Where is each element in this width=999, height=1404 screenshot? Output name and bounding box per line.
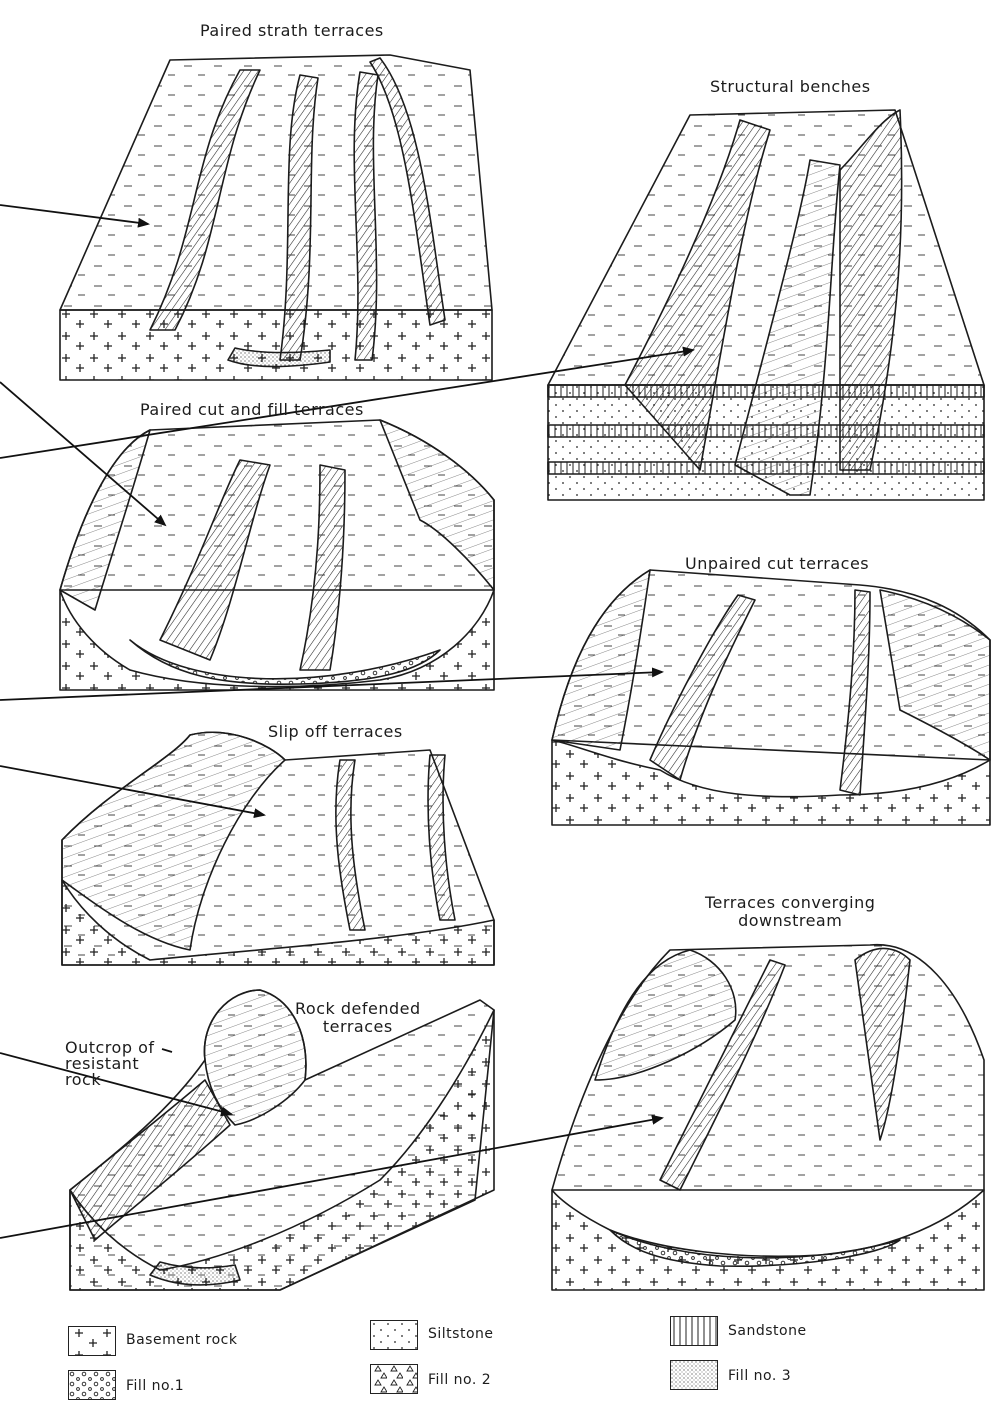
legend-label-fill3: Fill no. 3	[728, 1368, 791, 1384]
legend-swatch-fill3	[670, 1360, 718, 1390]
title-paired-cut-fill: Paired cut and fill terraces	[140, 401, 364, 419]
title-paired-strath: Paired strath terraces	[200, 22, 384, 40]
block-rock-defended	[70, 990, 494, 1290]
label-outcrop: Outcrop of resistant rock	[65, 1040, 154, 1088]
legend-swatch-fill1	[68, 1370, 116, 1400]
title-slip-off: Slip off terraces	[268, 723, 403, 741]
legend-label-fill2: Fill no. 2	[428, 1372, 491, 1388]
title-converging: Terraces converging downstream	[705, 894, 875, 929]
block-paired-strath	[60, 55, 492, 380]
title-structural-benches: Structural benches	[710, 78, 871, 96]
legend-swatch-basement	[68, 1326, 116, 1356]
block-slip-off	[62, 732, 494, 965]
outcrop-leader	[162, 1049, 172, 1052]
block-converging	[552, 945, 984, 1290]
legend-swatch-fill2	[370, 1364, 418, 1394]
legend-swatch-sandstone	[670, 1316, 718, 1346]
legend-label-basement: Basement rock	[126, 1332, 237, 1348]
block-structural-benches	[548, 110, 984, 500]
title-unpaired-cut: Unpaired cut terraces	[685, 555, 869, 573]
legend-label-fill1: Fill no.1	[126, 1378, 184, 1394]
block-paired-cut-fill	[60, 420, 494, 690]
block-unpaired-cut	[552, 570, 990, 825]
legend-label-siltstone: Siltstone	[428, 1326, 494, 1342]
legend-label-sandstone: Sandstone	[728, 1323, 807, 1339]
title-rock-defended: Rock defended terraces	[295, 1000, 421, 1035]
legend-swatch-siltstone	[370, 1320, 418, 1350]
